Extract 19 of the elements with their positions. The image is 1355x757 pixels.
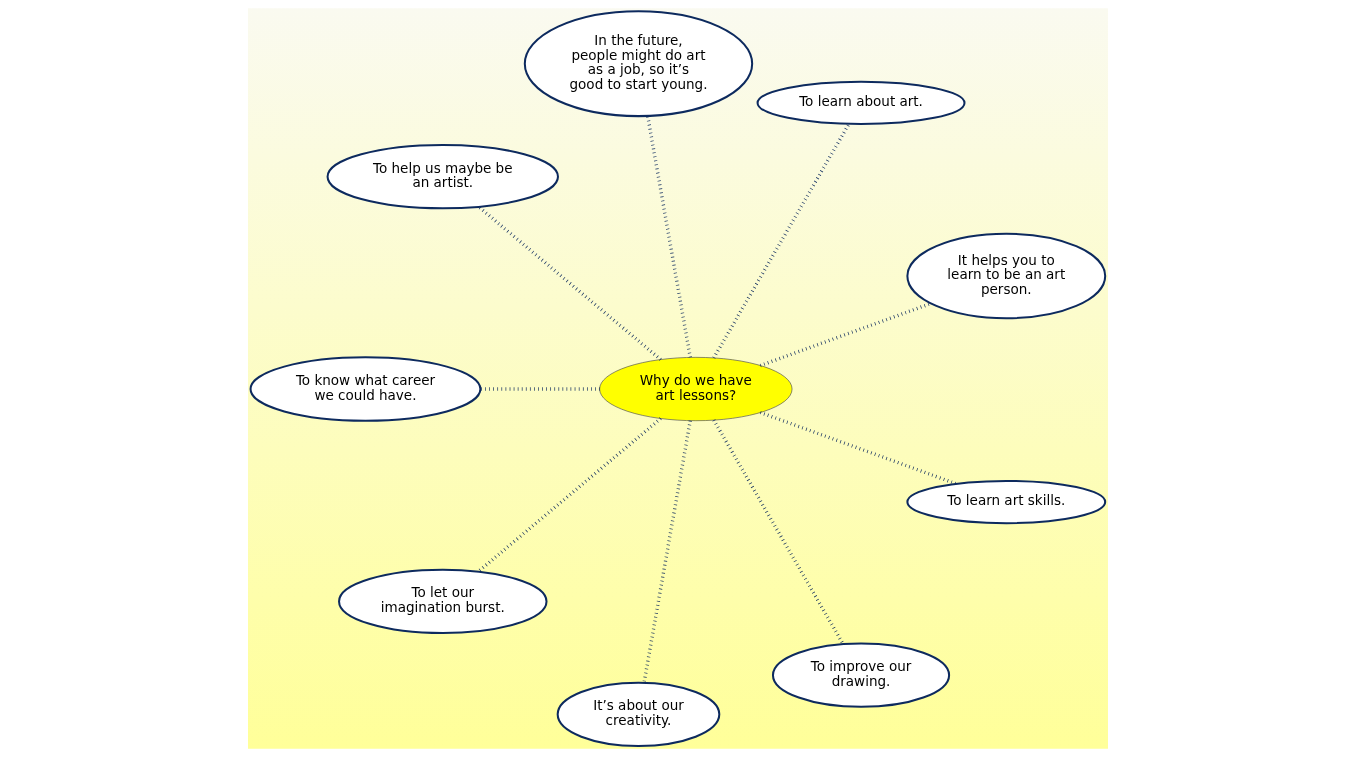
connector [711, 419, 845, 646]
node-ellipse: To learn art skills. [905, 479, 1106, 525]
connector [477, 205, 662, 361]
node-ellipse: In the future, people might do art as a job, so it’s good to start young. [523, 10, 753, 118]
node-ellipse: To learn about art. [756, 80, 965, 126]
node-ellipse: To improve our drawing. [771, 642, 950, 708]
connector [711, 123, 850, 359]
node-ellipse: It helps you to learn to be an art person. [905, 232, 1106, 320]
node-ellipse: To know what career we could have. [249, 356, 481, 422]
node-ellipse: To help us maybe be an artist. [326, 143, 559, 210]
connector [479, 387, 600, 391]
connector [759, 410, 957, 486]
connector [641, 420, 692, 683]
node-ellipse: It’s about our creativity. [556, 681, 720, 748]
connector [476, 417, 662, 573]
connector [759, 301, 931, 368]
node-ellipse: Why do we have art lessons? [598, 357, 792, 422]
node-ellipse: To let our imagination burst. [337, 568, 548, 635]
connector [645, 115, 692, 358]
